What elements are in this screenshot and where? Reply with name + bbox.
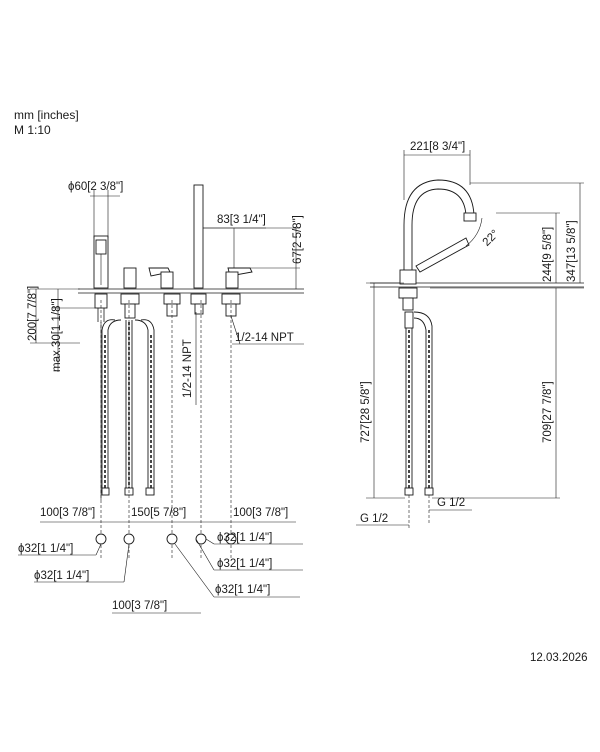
dim-244: 244[9 5/8"] xyxy=(542,227,554,282)
dim-phi60: ϕ60[2 3/8"] xyxy=(68,181,123,193)
phi32-e: ϕ32[1 1/4"] xyxy=(215,584,270,596)
npt-vertical: 1/2-14 NPT xyxy=(182,339,194,398)
dim-727: 727[28 5/8"] xyxy=(360,381,372,443)
dim-200: 200[7 7/8"] xyxy=(27,286,39,341)
dim-83: 83[3 1/4"] xyxy=(217,214,266,226)
units-label: mm [inches] xyxy=(14,108,79,122)
phi32-d: ϕ32[1 1/4"] xyxy=(217,558,272,570)
dim-221: 221[8 3/4"] xyxy=(410,141,465,153)
dim-709: 709[27 7/8"] xyxy=(542,381,554,443)
g-half-left: G 1/2 xyxy=(360,513,388,525)
scale-label: M 1:10 xyxy=(14,123,51,137)
dim-150: 150[5 7/8"] xyxy=(131,507,186,519)
dim-100-right: 100[3 7/8"] xyxy=(233,507,288,519)
front-view: ϕ60[2 3/8"] 83[3 1/4"] 67[2 5/8"] 200[7 … xyxy=(18,181,304,614)
dim-67: 67[2 5/8"] xyxy=(292,215,304,264)
dim-max30: max.30[1 1/8"] xyxy=(51,298,63,372)
angle-22: 22° xyxy=(481,228,502,249)
g-half-right: G 1/2 xyxy=(437,497,465,509)
phi32-c: ϕ32[1 1/4"] xyxy=(217,532,272,544)
side-view: 221[8 3/4"] 22° 244[9 5/8"] 347[13 5/8"]… xyxy=(356,141,584,530)
dim-100-bottom: 100[3 7/8"] xyxy=(112,600,167,612)
dim-347: 347[13 5/8"] xyxy=(566,220,578,282)
date-label: 12.03.2026 xyxy=(530,652,588,664)
phi32-a: ϕ32[1 1/4"] xyxy=(18,543,73,555)
npt-horizontal: 1/2-14 NPT xyxy=(235,332,294,344)
phi32-b: ϕ32[1 1/4"] xyxy=(34,570,89,582)
dim-100-left: 100[3 7/8"] xyxy=(40,507,95,519)
